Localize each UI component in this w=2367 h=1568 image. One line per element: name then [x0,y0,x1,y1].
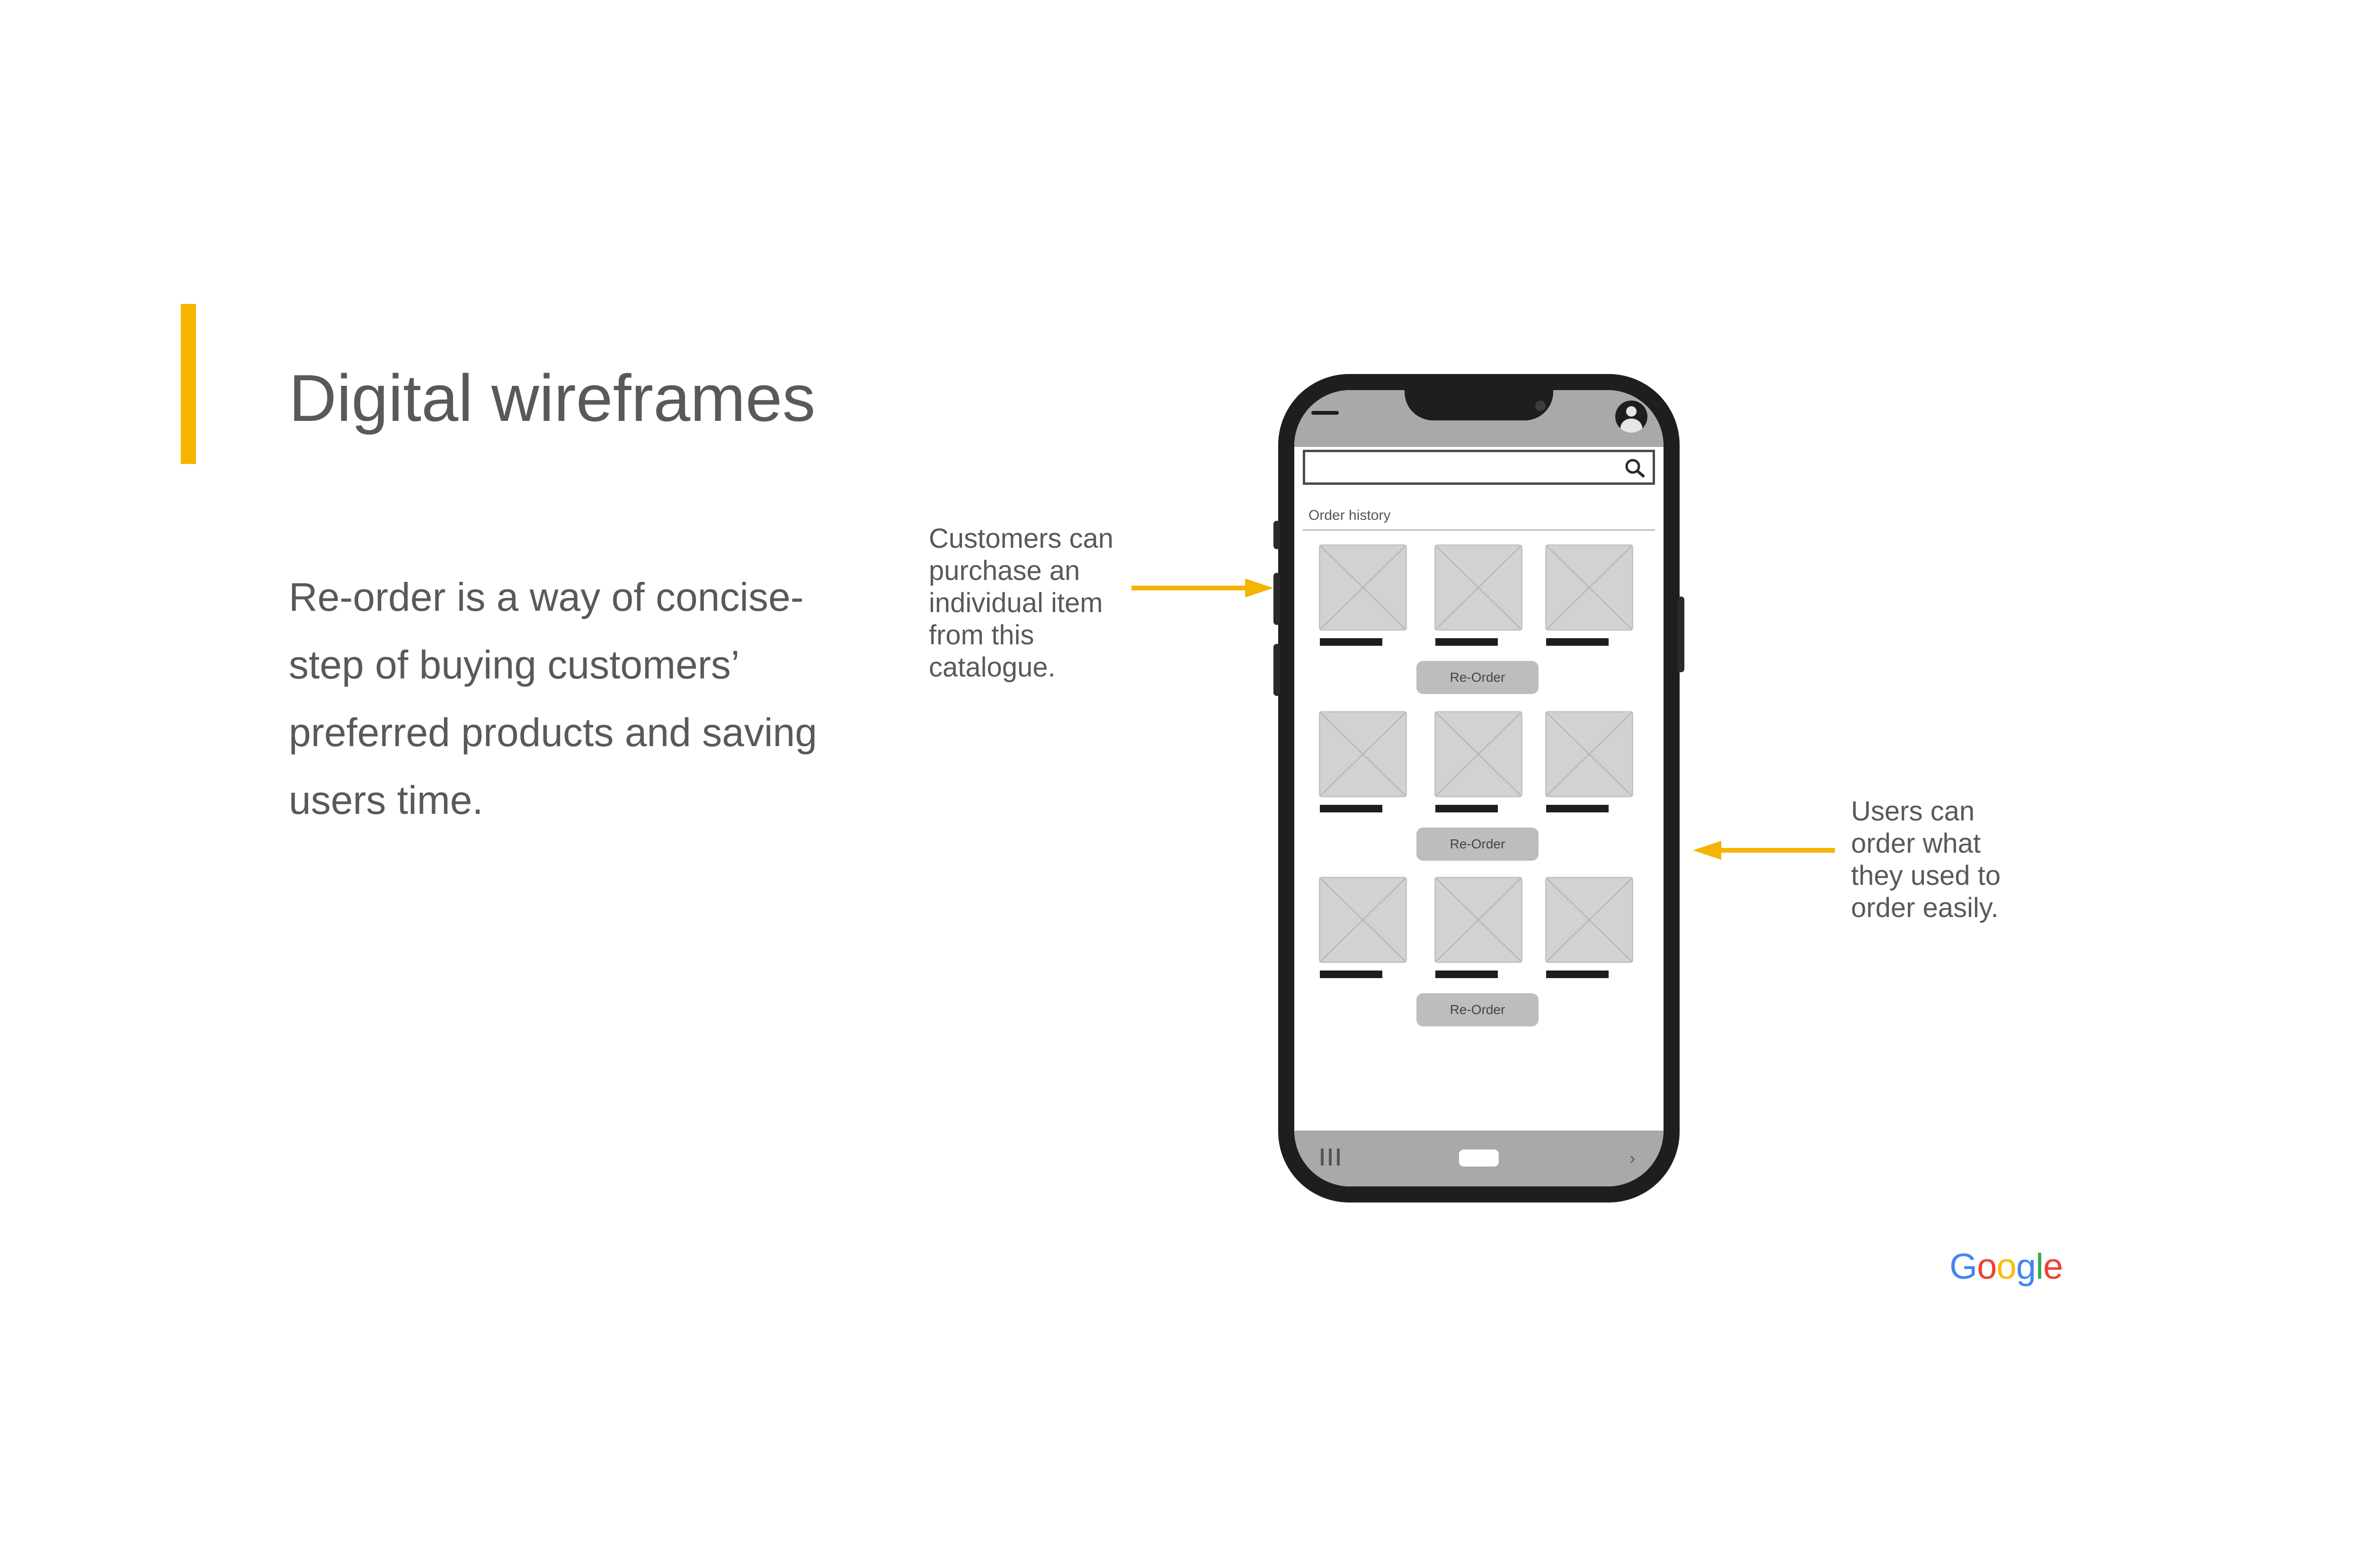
search-icon[interactable] [1623,457,1646,480]
section-divider [1303,529,1655,531]
product-name-placeholder [1435,971,1498,978]
product-image-placeholder[interactable] [1545,711,1633,797]
product-name-placeholder [1546,805,1609,812]
avatar-body [1620,419,1642,433]
slide-body-text: Re-order is a way of concise-step of buy… [289,575,817,822]
camera-icon [1535,401,1546,411]
menu-dash-icon[interactable] [1311,411,1339,415]
back-icon[interactable]: › [1629,1149,1635,1167]
product-image-placeholder[interactable] [1434,877,1522,963]
avatar-head [1626,406,1637,417]
navigation-bar: › [1294,1131,1664,1186]
product-image-placeholder[interactable] [1434,544,1522,631]
image-placeholder-icon [1320,878,1406,962]
image-placeholder-icon [1320,713,1406,796]
reorder-button[interactable]: Re-Order [1416,993,1539,1026]
product-name-placeholder [1320,805,1382,812]
phone-side-button [1273,644,1280,696]
callout-right: Users can order what they used to order … [1851,796,2001,923]
image-placeholder-icon [1547,713,1632,796]
product-name-placeholder [1320,971,1382,978]
product-image-placeholder[interactable] [1319,711,1407,797]
product-image-placeholder[interactable] [1434,711,1522,797]
google-logo: Google [1949,1247,2063,1287]
arrow-right-icon [1131,579,1273,597]
product-image-placeholder[interactable] [1319,877,1407,963]
home-pill-icon[interactable] [1459,1149,1499,1167]
reorder-button[interactable]: Re-Order [1416,828,1539,861]
image-placeholder-icon [1320,546,1406,629]
phone-side-button [1273,573,1280,625]
image-placeholder-icon [1547,878,1632,962]
image-placeholder-icon [1547,546,1632,629]
product-name-placeholder [1546,971,1609,978]
section-label-order-history: Order history [1308,508,1391,523]
slide-title: Digital wireframes [289,361,816,435]
product-name-placeholder [1546,638,1609,646]
callout-left: Customers can purchase an individual ite… [929,523,1114,683]
avatar-icon[interactable] [1615,401,1647,433]
recent-apps-icon[interactable] [1319,1148,1342,1167]
product-name-placeholder [1320,638,1382,646]
status-bar [1294,390,1664,447]
image-placeholder-icon [1436,546,1521,629]
search-input[interactable] [1303,450,1655,485]
phone-side-button [1678,597,1684,672]
product-name-placeholder [1435,638,1498,646]
product-image-placeholder[interactable] [1545,544,1633,631]
reorder-button[interactable]: Re-Order [1416,661,1539,694]
image-placeholder-icon [1436,713,1521,796]
phone-side-button [1273,521,1280,549]
phone-notch [1405,390,1553,420]
product-image-placeholder[interactable] [1545,877,1633,963]
product-image-placeholder[interactable] [1319,544,1407,631]
arrow-left-icon [1693,841,1835,860]
image-placeholder-icon [1436,878,1521,962]
product-name-placeholder [1435,805,1498,812]
title-accent-bar [181,304,196,464]
